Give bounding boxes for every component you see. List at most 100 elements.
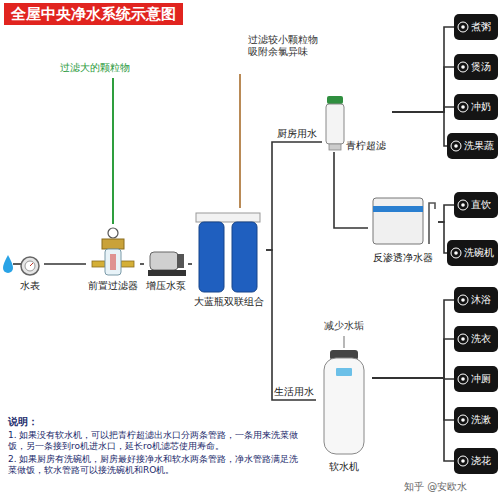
use-icon [457, 61, 469, 73]
node-caption: 冲奶 [471, 101, 491, 113]
use-box: 洗衣 [454, 326, 498, 352]
icon-ring [458, 62, 468, 72]
filter-head [102, 239, 124, 249]
water-pipe [334, 152, 368, 228]
icon-dot [454, 144, 458, 148]
node-caption: 冲厕 [471, 373, 491, 385]
node-caption: 青柠超滤 [346, 140, 386, 152]
icon-dot [461, 459, 465, 463]
water-pipe [438, 222, 447, 253]
water-pipe [266, 250, 316, 400]
node-caption: 浇花 [471, 455, 491, 467]
equipment-box: 前置过滤器 [86, 228, 140, 292]
use-icon [457, 199, 469, 211]
use-box: 洗果蔬 [447, 133, 498, 159]
water-pipe [392, 112, 447, 146]
water-pipe [372, 378, 454, 461]
uf-housing [326, 104, 344, 144]
icon-ring [451, 141, 461, 151]
use-box: 直饮 [454, 192, 498, 218]
use-box: 冲奶 [454, 94, 498, 120]
icon-dot [461, 418, 465, 422]
use-icon [450, 247, 462, 259]
icon-ring [458, 295, 468, 305]
equipment-box: 反渗透净水器 [368, 192, 438, 264]
pressure-gauge [108, 228, 118, 238]
uf-cap [327, 96, 343, 104]
equipment-box: 大蓝瓶双联组合 [192, 210, 266, 308]
uf-base [329, 144, 341, 150]
pipe [13, 263, 21, 265]
icon-ring [458, 22, 468, 32]
node-caption: 洗衣 [471, 333, 491, 345]
use-icon [450, 140, 462, 152]
use-box: 浇花 [454, 448, 498, 474]
watermark: 知乎 @安欧水 [404, 481, 467, 493]
callout-text: 过滤大的颗粒物 [60, 62, 130, 74]
node-caption: 洗漱 [471, 414, 491, 426]
water-pipe [266, 142, 322, 250]
bottle-head [196, 213, 260, 222]
node-caption: 前置过滤器 [88, 280, 138, 292]
icon-dot [461, 298, 465, 302]
icon-ring [458, 456, 468, 466]
icon-ring [458, 415, 468, 425]
softener-tank [324, 358, 364, 454]
ro-faucet [429, 203, 435, 244]
pump-head [177, 254, 184, 268]
leader-line [343, 336, 344, 348]
equipment-box: 青柠超滤 [322, 92, 392, 152]
leader-line [112, 78, 114, 224]
water-pipe [372, 300, 454, 378]
icon-ring [458, 102, 468, 112]
use-box: 煮粥 [454, 14, 498, 40]
water-pipe [44, 263, 86, 265]
use-box: 煲汤 [454, 54, 498, 80]
node-caption: 煲汤 [471, 61, 491, 73]
node-caption: 反渗透净水器 [373, 252, 433, 264]
node-caption: 直饮 [471, 199, 491, 211]
use-box: 冲厕 [454, 366, 498, 392]
leader-line [239, 74, 241, 208]
node-caption: 沐浴 [471, 294, 491, 306]
ro-unit [373, 198, 423, 244]
use-icon [457, 455, 469, 467]
water-pipe [392, 67, 454, 112]
water-meter [21, 257, 39, 275]
use-icon [457, 333, 469, 345]
softener-screen [336, 368, 352, 376]
meter-needle [30, 263, 33, 266]
meter-dial [25, 261, 35, 271]
icon-dot [461, 377, 465, 381]
use-icon [457, 294, 469, 306]
use-icon [457, 101, 469, 113]
use-box: 洗漱 [454, 407, 498, 433]
pipe-label: 厨房用水 [276, 128, 318, 140]
water-pipe [372, 339, 454, 378]
icon-dot [454, 251, 458, 255]
callout-text: 过滤较小颗粒物 吸附余氯异味 [248, 34, 324, 58]
equipment-box: 增压水泵 [144, 244, 188, 292]
note-text: 1. 如果没有软水机，可以把青柠超滤出水口分两条管路，一条用来洗菜做饭，另一条接… [8, 430, 306, 452]
icon-dot [461, 65, 465, 69]
icon-dot [461, 105, 465, 109]
filter-mesh [110, 254, 116, 270]
icon-ring [458, 334, 468, 344]
equipment-box: 软水机 [316, 345, 372, 473]
pipe-label: 生活用水 [273, 386, 315, 398]
water-pipe [438, 205, 454, 222]
node-caption: 洗果蔬 [464, 140, 494, 152]
icon-dot [461, 25, 465, 29]
water-drop [3, 255, 13, 273]
use-icon [457, 414, 469, 426]
callout-text: 减少水垢 [324, 320, 364, 332]
filter-bowl [105, 249, 121, 275]
note-text: 说明： [8, 416, 306, 428]
water-pipe [188, 263, 192, 265]
water-pipe [140, 263, 144, 265]
node-caption: 增压水泵 [146, 280, 186, 292]
icon-ring [458, 374, 468, 384]
